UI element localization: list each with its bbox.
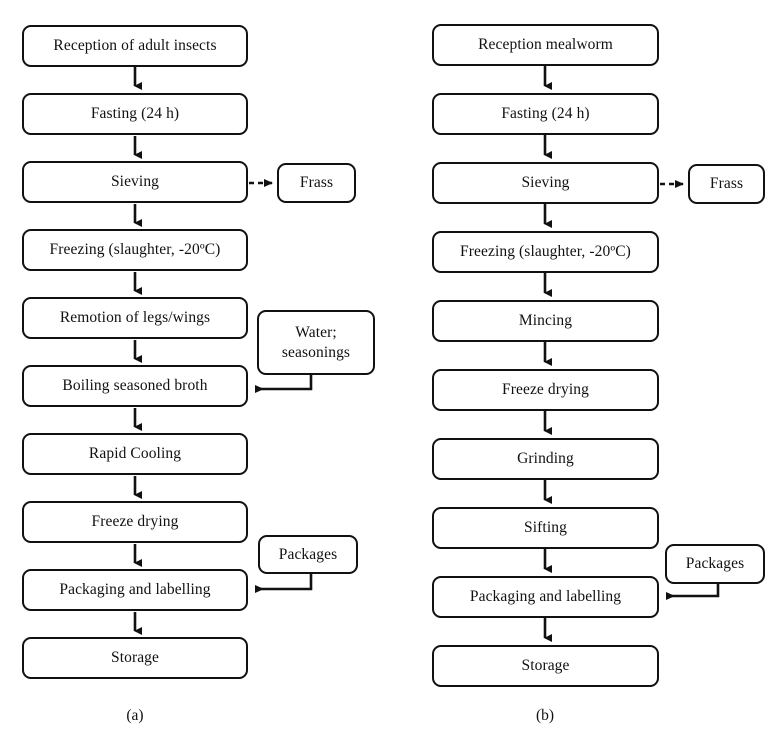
panel-b-step-sifting[interactable]: Sifting: [432, 507, 659, 549]
panel-a-step-boiling-seasoned-broth[interactable]: Boiling seasoned broth: [22, 365, 248, 407]
panel-a-step-freeze-drying[interactable]: Freeze drying: [22, 501, 248, 543]
panel-b-step-grinding[interactable]: Grinding: [432, 438, 659, 480]
panel-a-step-storage[interactable]: Storage: [22, 637, 248, 679]
panel-a-packages-to-packaging-connector: [255, 574, 313, 593]
panel-a-side-node-packages[interactable]: Packages: [258, 535, 358, 574]
panel-b-step-fasting[interactable]: Fasting (24 h): [432, 93, 659, 135]
panel-a-side-node-water-line2: seasonings: [281, 343, 351, 361]
panel-b-caption: (b): [535, 707, 555, 724]
panel-b-step-packaging-and-labelling[interactable]: Packaging and labelling: [432, 576, 659, 618]
panel-a-side-node-water-seasonings[interactable]: Water; seasonings: [257, 310, 375, 375]
panel-b-side-node-frass[interactable]: Frass: [688, 164, 765, 204]
panel-a-side-node-water-line1: Water;: [295, 324, 337, 342]
panel-b-step-storage[interactable]: Storage: [432, 645, 659, 687]
panel-a-step-fasting[interactable]: Fasting (24 h): [22, 93, 248, 135]
panel-a-step-reception-of-adult-insects[interactable]: Reception of adult insects: [22, 25, 248, 67]
panel-a-step-rapid-cooling[interactable]: Rapid Cooling: [22, 433, 248, 475]
panel-a-side-node-frass[interactable]: Frass: [277, 163, 356, 203]
panel-b-step-reception-mealworm[interactable]: Reception mealworm: [432, 24, 659, 66]
panel-a-step-sieving[interactable]: Sieving: [22, 161, 248, 203]
panel-a-step-freezing[interactable]: Freezing (slaughter, -20ºC): [22, 229, 248, 271]
panel-b-step-freeze-drying[interactable]: Freeze drying: [432, 369, 659, 411]
panel-b-step-freezing[interactable]: Freezing (slaughter, -20ºC): [432, 231, 659, 273]
panel-a-caption: (a): [126, 707, 144, 724]
panel-b-step-sieving[interactable]: Sieving: [432, 162, 659, 204]
panel-a-step-remotion-of-legs-wings[interactable]: Remotion of legs/wings: [22, 297, 248, 339]
panel-b-step-mincing[interactable]: Mincing: [432, 300, 659, 342]
panel-b-packages-to-packaging-connector: [666, 584, 720, 600]
panel-a-water-to-boiling-connector: [255, 375, 313, 393]
panel-b-side-node-packages[interactable]: Packages: [665, 544, 765, 584]
panel-a-step-packaging-and-labelling[interactable]: Packaging and labelling: [22, 569, 248, 611]
